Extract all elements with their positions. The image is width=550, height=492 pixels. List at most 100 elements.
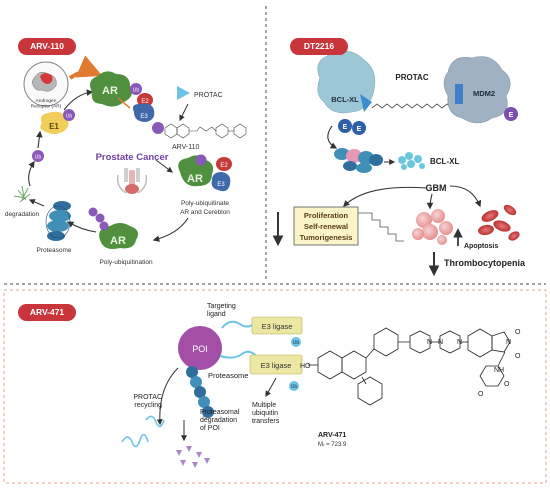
ub-bottom-3-icon (99, 221, 109, 231)
ub-471-2-label: Ub (291, 384, 298, 390)
degradation-fragments-icon (13, 185, 31, 203)
arrow-e1-to-ar (63, 89, 94, 111)
proteasome-icon-dt2216 (334, 148, 383, 173)
proteasomal-degradation-text-line-3: of POI (200, 425, 220, 432)
ar-bottom-label: AR (110, 235, 126, 247)
protac-label-dt2216: PROTAC (395, 73, 428, 82)
ar-protein-bottom (99, 223, 138, 249)
e-ligase-2-icon (352, 121, 366, 135)
ub-top-icon (130, 83, 142, 95)
atom-o1: O (515, 329, 521, 336)
protac-recycling-text-line-2: recycling (134, 402, 162, 409)
e3-right-label: E3 (217, 182, 225, 188)
e1-label: E1 (49, 122, 59, 131)
linker-middle (219, 350, 259, 359)
atom-o3: O (478, 391, 484, 398)
protac-label-arv110: PROTAC (194, 92, 223, 99)
peptide-fragments-icon (176, 446, 210, 468)
arrow-gbm-to-proliferation (343, 186, 427, 207)
arrow-ub-to-e1 (36, 130, 43, 149)
arrow-receptor-to-ar (68, 55, 103, 80)
poly-ubiquitinate-label: Poly-ubiquitinate (181, 200, 229, 207)
mdm2-binding-icon (455, 84, 463, 104)
badge-arv471: ARV-471 (18, 304, 76, 321)
arrow-degradation-to-ub (28, 160, 35, 187)
arrow-protac-down (179, 103, 189, 122)
panel-arv471-frame (3, 289, 547, 484)
e-ligase-1-label: E (343, 124, 348, 131)
atom-ho: HO (300, 363, 311, 370)
atom-o2: O (515, 353, 521, 360)
ub-e1-label: Ub (66, 114, 73, 120)
ub-top-label: Ub (133, 88, 140, 94)
e-ligase-1-icon (338, 119, 352, 133)
bcl-xl-binding-icon (360, 94, 372, 112)
arv110-molecule-icon (164, 123, 247, 139)
proliferation-label: Proliferation (304, 211, 349, 220)
arrow-gbm-to-cells (426, 193, 434, 210)
badge-arv110: ARV-110 (18, 38, 76, 55)
mdm2-label: MDM2 (473, 89, 495, 98)
e1-enzyme-icon (40, 111, 69, 134)
e3-right-icon (211, 172, 231, 192)
multiple-ubiquitin-text: Multiple (252, 402, 276, 409)
e2-top-label: E2 (141, 99, 149, 105)
arrow-to-proteasome (66, 221, 97, 233)
recycled-linker-1 (121, 433, 149, 448)
linker-top (221, 320, 257, 329)
self-renewal-label: Self-renewal (304, 222, 348, 231)
targeting-ligand-text-line-2: ligand (207, 311, 226, 318)
bcl-xl-label: BCL-XL (331, 95, 359, 104)
ar-top-label: AR (102, 85, 118, 97)
e3-ligase-1-label: E3 ligase (262, 322, 293, 331)
e3-top-icon (132, 103, 155, 122)
degradation-label: degradation (5, 211, 40, 218)
ar-protein-top (90, 71, 132, 107)
gbm-label: GBM (426, 183, 447, 193)
compound-name-label: ARV-471 (318, 432, 346, 439)
e-ligase-2-label: E (357, 126, 362, 133)
atom-n2: N (438, 339, 443, 346)
arrow-gbm-to-rbc (449, 185, 482, 208)
e3-top-label: E3 (140, 114, 148, 120)
proteasome-chain-arv471 (186, 366, 214, 418)
molecular-weight-label: Mᵣ = 723.9 (318, 442, 347, 448)
ub-471-2-icon (289, 381, 299, 391)
ub-right-icon (195, 154, 207, 166)
ub-471-1-label: Ub (293, 340, 300, 346)
badge-dt2216: DT2216 (290, 38, 348, 55)
proteasome-label-arv110: Proteasome (36, 247, 71, 254)
bcl-xl-free-label: BCL-XL (430, 157, 459, 166)
e-mdm2-icon (504, 107, 518, 121)
ub-left-label: Ub (35, 155, 42, 161)
arv471-chemical-structure (308, 327, 511, 406)
multiple-ubiquitin-text-line-2: ubiquitin (252, 410, 278, 417)
e2-right-label: E2 (220, 163, 228, 169)
arrow-to-degradation (28, 199, 45, 207)
proteasome-icon-arv110 (45, 201, 71, 241)
androgen-receptor-label-text-line-2: Receptor (AR) (31, 104, 62, 110)
protac-linker-chain (371, 103, 453, 109)
multiple-ubiquitin-text-line-3: transfers (252, 418, 280, 425)
panel-dt2216: BCL-XL E E PROTAC MDM2 E BCL-XL (272, 50, 526, 277)
arrow-recycling (156, 367, 179, 426)
androgen-receptor-highlight-icon (40, 73, 53, 84)
ar-e3-link (117, 97, 131, 109)
bcl-xl-fragments-icon (398, 152, 425, 170)
ar-cereblon-label: AR and Cereblon (180, 209, 230, 216)
proliferation-box (293, 206, 359, 246)
ub-bottom-1-icon (88, 207, 98, 217)
ub-471-1-icon (291, 337, 301, 347)
apoptosis-label: Apoptosis (464, 243, 498, 250)
protac-triangle-icon (177, 86, 190, 100)
e2-right-icon (216, 157, 232, 171)
recycled-linker-2 (145, 415, 165, 428)
thrombocytopenia-label: Thrombocytopenia (444, 258, 526, 268)
arrow-to-proteasome-dt2216 (327, 125, 338, 149)
poi-protein (178, 326, 222, 370)
